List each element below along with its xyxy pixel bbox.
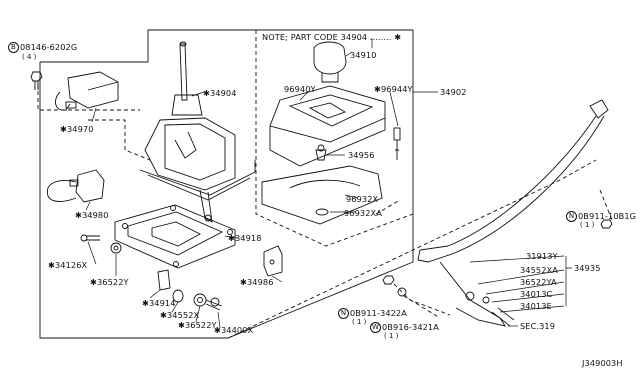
label-34904[interactable]: ✱34904 — [203, 88, 237, 98]
label-36522Y-a[interactable]: ✱36522Y — [90, 277, 129, 287]
knob-34910 — [313, 41, 347, 83]
label-96940Y[interactable]: 96940Y — [284, 84, 316, 94]
cover-96932X — [261, 165, 383, 225]
label-31913Y[interactable]: 31913Y — [526, 251, 558, 261]
bolt-type-circle: B — [8, 42, 19, 53]
label-34956[interactable]: 34956 — [348, 150, 375, 160]
note-text: NOTE; PART CODE 34904 ........ ✱ — [262, 32, 402, 42]
label-34986[interactable]: ✱34986 — [240, 277, 274, 287]
washer-type-circle: W — [370, 322, 381, 333]
label-08146-qty: ( 4 ) — [22, 53, 37, 61]
label-08911-1081G-qty: ( 1 ) — [580, 221, 595, 229]
label-34935[interactable]: 34935 — [574, 263, 601, 273]
label-34902[interactable]: 34902 — [440, 87, 467, 97]
nut-08911-3422A — [382, 275, 395, 285]
label-sec319[interactable]: SEC.319 — [520, 321, 556, 331]
label-96944Y[interactable]: ✱96944Y — [374, 84, 413, 94]
label-08911-1081G-code: 0B911-10B1G — [578, 211, 637, 221]
control-device-34970 — [55, 71, 119, 111]
nut-type-circle: N — [338, 308, 349, 319]
label-36522YA[interactable]: 36522YA — [520, 277, 557, 287]
label-34552X[interactable]: ✱34552X — [160, 310, 200, 320]
label-34970[interactable]: ✱34970 — [60, 124, 94, 134]
shift-lever-assembly — [139, 41, 256, 223]
base-plate-34918 — [114, 204, 236, 269]
nut-type-circle-2: N — [566, 211, 577, 222]
label-34980[interactable]: ✱34980 — [75, 210, 109, 220]
label-08916-qty: ( 1 ) — [384, 332, 399, 340]
washer-08916 — [397, 287, 407, 297]
label-36522Y-b[interactable]: ✱36522Y — [178, 320, 217, 330]
label-34013C[interactable]: 34013C — [520, 289, 553, 299]
bracket-34986 — [263, 245, 283, 277]
label-08911-3422A-code: 0B911-3422A — [350, 308, 407, 318]
label-34126X[interactable]: ✱34126X — [48, 260, 88, 270]
label-08146-code: 08146-6202G — [20, 42, 78, 52]
label-34552XA[interactable]: 34552XA — [520, 265, 558, 275]
label-08911-3422A-qty: ( 1 ) — [352, 318, 367, 326]
label-34914[interactable]: ✱34914 — [142, 298, 176, 308]
diagram-id: J349003H — [582, 358, 623, 368]
nut-08911-1081G — [600, 219, 613, 229]
label-96932XA[interactable]: 96932XA — [344, 208, 382, 218]
main-frame — [39, 29, 414, 339]
label-34910[interactable]: 34910 — [350, 50, 377, 60]
label-34013E[interactable]: 34013E — [520, 301, 552, 311]
harness-34980 — [46, 169, 105, 203]
label-08916-code: 0B916-3421A — [382, 322, 439, 332]
bulb-96944Y — [393, 127, 401, 160]
cover-group-boundary — [255, 30, 414, 247]
label-34918[interactable]: ✱34918 — [228, 233, 262, 243]
clip-34956 — [315, 144, 327, 161]
label-96932X[interactable]: 96932X — [346, 194, 379, 204]
label-34409X[interactable]: ✱34409X — [214, 325, 254, 335]
control-rod-34935 — [417, 99, 609, 327]
bolt-08146 — [30, 71, 43, 90]
indicator-96940Y — [269, 85, 386, 167]
